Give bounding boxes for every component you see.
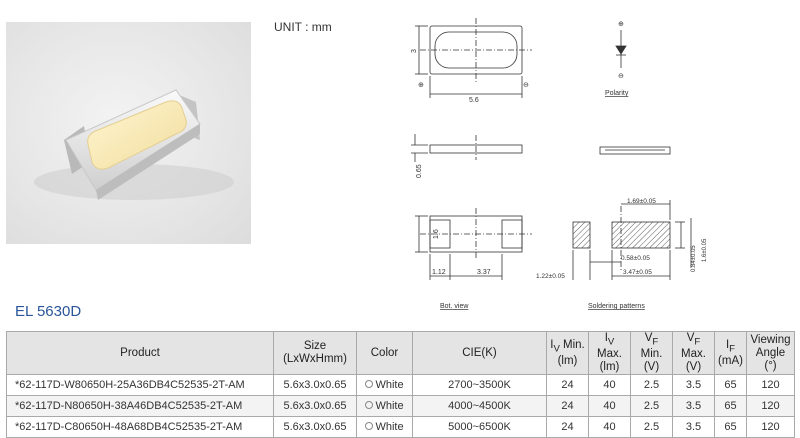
radio-circle-icon — [365, 422, 374, 431]
table-cell: *62-117D-C80650H-48A68DB4C52535-2T-AM — [6, 416, 274, 438]
led-chip-illustration — [34, 89, 234, 200]
side-view-drawing — [411, 134, 671, 162]
table-cell: 65 — [714, 416, 747, 438]
table-cell: 5.6x3.0x0.65 — [273, 395, 357, 418]
column-header: Size(LxWxHmm) — [273, 330, 357, 376]
table-cell: White — [356, 395, 413, 418]
bottom-view-label: Bot. view — [440, 303, 469, 310]
table-cell: 3.5 — [672, 395, 715, 418]
table-cell: 5000~6500K — [412, 416, 547, 438]
polarity-symbol — [615, 30, 627, 68]
radio-circle-icon — [365, 380, 374, 389]
product-photo — [6, 22, 251, 244]
column-header: Product — [6, 330, 274, 376]
table-cell: *62-117D-N80650H-38A46DB4C52535-2T-AM — [6, 395, 274, 418]
top-view-drawing — [415, 18, 532, 98]
table-cell: 4000~4500K — [412, 395, 547, 418]
table-cell: 40 — [588, 416, 631, 438]
table-cell: 2.5 — [630, 395, 673, 418]
table-cell: 40 — [588, 395, 631, 418]
table-cell: 5.6x3.0x0.65 — [273, 374, 357, 397]
plus-terminal-icon: ⊕ — [418, 82, 424, 89]
top-height-label: 3 — [411, 49, 418, 53]
column-header: IV Max.(lm) — [588, 330, 631, 376]
solder-span-label: 3.47±0.05 — [623, 269, 652, 276]
color-value: White — [375, 400, 404, 413]
table-cell: 65 — [714, 374, 747, 397]
bottom-view-drawing — [415, 208, 532, 280]
unit-label: UNIT : mm — [274, 20, 332, 34]
table-cell: White — [356, 416, 413, 438]
soldering-pattern-drawing — [572, 200, 692, 280]
mechanical-drawings: 3 5.6 ⊕ ⊖ ⊕ ⊖ Polarity 0.65 — [395, 10, 715, 325]
solder-outer-height-label: 1.6±0.05 — [702, 238, 708, 262]
polarity-label: Polarity — [605, 90, 629, 97]
table-cell: 24 — [546, 416, 589, 438]
solder-pad-height-label: 0.84±0.05 — [691, 245, 697, 272]
solder-inner-label: 0.58±0.05 — [621, 255, 650, 262]
color-value: White — [375, 421, 404, 434]
table-cell: 3.5 — [672, 374, 715, 397]
table-cell: 2700~3500K — [412, 374, 547, 397]
bottom-height-label: 1.6 — [433, 229, 440, 239]
minus-terminal-icon: ⊖ — [523, 82, 529, 89]
column-header: CIE(K) — [412, 330, 547, 376]
radio-circle-icon — [365, 401, 374, 410]
table-cell: 3.5 — [672, 416, 715, 438]
table-cell: 2.5 — [630, 416, 673, 438]
column-header: VF Min.(V) — [630, 330, 673, 376]
solder-left-label: 1.22±0.05 — [536, 273, 565, 280]
soldering-patterns-label: Soldering patterns — [588, 303, 645, 310]
solder-total-label: 1.69±0.05 — [627, 198, 656, 205]
table-cell: 5.6x3.0x0.65 — [273, 416, 357, 438]
table-cell: 120 — [746, 395, 795, 418]
table-cell: 120 — [746, 374, 795, 397]
table-cell: *62-117D-W80650H-25A36DB4C52535-2T-AM — [6, 374, 274, 397]
bottom-gap-label: 3.37 — [477, 269, 491, 276]
color-value: White — [375, 379, 404, 392]
table-cell: 2.5 — [630, 374, 673, 397]
table-cell: White — [356, 374, 413, 397]
side-thickness-label: 0.65 — [416, 164, 423, 178]
column-header: IF(mA) — [714, 330, 747, 376]
table-cell: 40 — [588, 374, 631, 397]
top-width-label: 5.6 — [469, 97, 479, 104]
column-header: VF Max.(V) — [672, 330, 715, 376]
polarity-minus-icon: ⊖ — [618, 73, 624, 80]
bottom-pad-label: 1.12 — [432, 269, 446, 276]
table-cell: 24 — [546, 395, 589, 418]
column-header: Color — [356, 330, 413, 376]
column-header: IV Min.(lm) — [546, 330, 589, 376]
table-cell: 120 — [746, 416, 795, 438]
product-title: EL 5630D — [15, 303, 82, 320]
polarity-plus-icon: ⊕ — [618, 21, 624, 28]
table-cell: 24 — [546, 374, 589, 397]
table-cell: 65 — [714, 395, 747, 418]
